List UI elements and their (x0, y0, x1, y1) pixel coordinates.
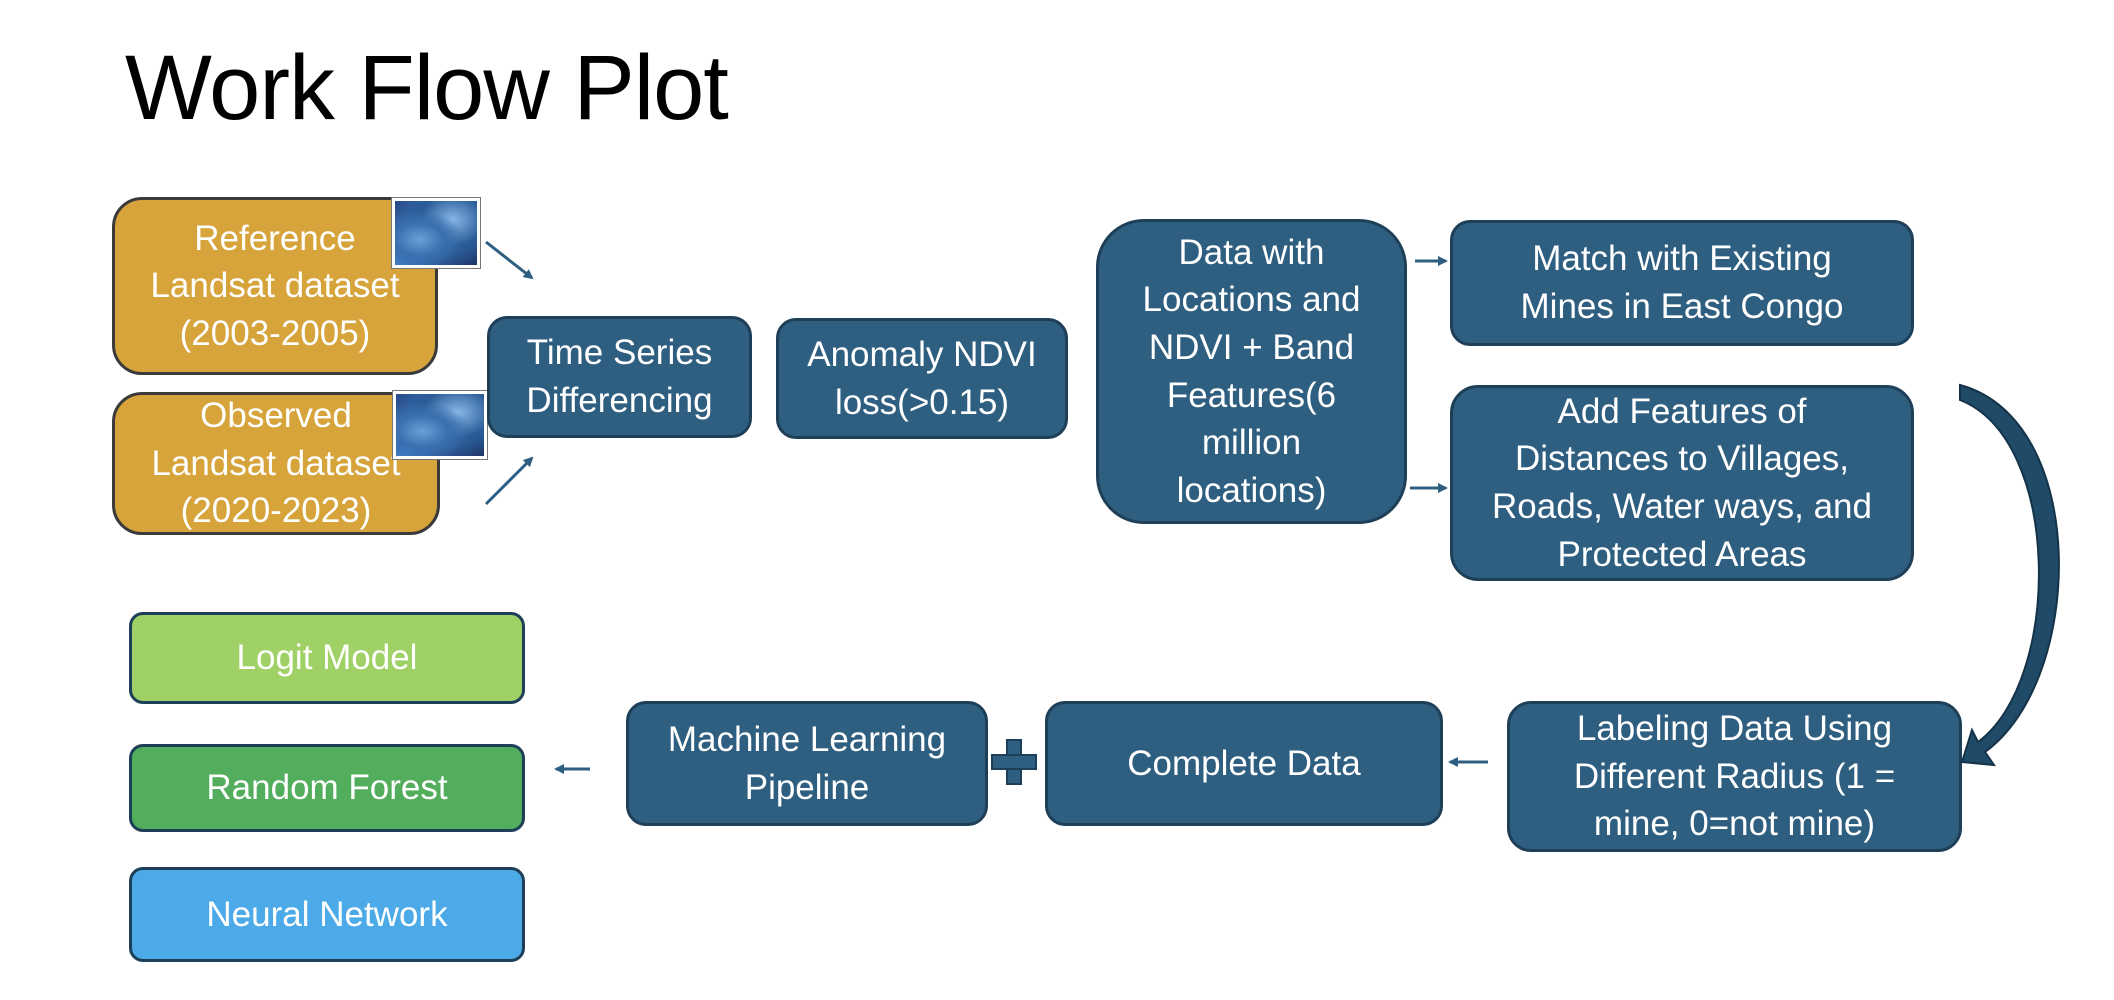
satellite-thumbnail-icon (392, 198, 480, 268)
ml-pipeline-label: Machine Learning Pipeline (667, 719, 947, 807)
match-mines-box: Match with Existing Mines in East Congo (1450, 220, 1914, 346)
observed-dataset-box: Observed Landsat dataset (2020-2023) (112, 392, 440, 535)
logit-model-label: Logit Model (236, 638, 418, 678)
labeling-box: Labeling Data Using Different Radius (1 … (1507, 701, 1962, 852)
plus-icon (991, 739, 1037, 785)
complete-data-box: Complete Data (1045, 701, 1443, 826)
add-features-box: Add Features of Distances to Villages, R… (1450, 385, 1914, 581)
satellite-thumbnail-icon (393, 391, 487, 459)
ml-pipeline-box: Machine Learning Pipeline (626, 701, 988, 826)
complete-data-label: Complete Data (1127, 743, 1361, 783)
reference-dataset-box: Reference Landsat dataset (2003-2005) (112, 197, 438, 375)
neural-network-box: Neural Network (129, 867, 525, 962)
match-mines-label: Match with Existing Mines in East Congo (1520, 239, 1844, 326)
add-features-label: Add Features of Distances to Villages, R… (1492, 391, 1872, 574)
observed-dataset-label: Observed Landsat dataset (2020-2023) (151, 396, 401, 531)
neural-network-label: Neural Network (206, 894, 448, 934)
time-series-label: Time Series Differencing (526, 333, 713, 420)
anomaly-box: Anomaly NDVI loss(>0.15) (776, 318, 1068, 439)
curved-arrow-features-to-labeling (1959, 383, 2060, 767)
anomaly-label: Anomaly NDVI loss(>0.15) (807, 334, 1037, 422)
random-forest-box: Random Forest (129, 744, 525, 832)
arrow-reference-to-differencing (485, 240, 534, 280)
labeling-label: Labeling Data Using Different Radius (1 … (1573, 709, 1896, 844)
data-locations-box: Data with Locations and NDVI + Band Feat… (1096, 219, 1407, 524)
arrow-observed-to-differencing (484, 456, 534, 506)
data-locations-label: Data with Locations and NDVI + Band Feat… (1142, 232, 1361, 510)
time-series-box: Time Series Differencing (487, 316, 752, 438)
random-forest-label: Random Forest (206, 768, 448, 808)
page-title: Work Flow Plot (125, 37, 729, 139)
logit-model-box: Logit Model (129, 612, 525, 704)
reference-dataset-label: Reference Landsat dataset (2003-2005) (150, 218, 400, 353)
